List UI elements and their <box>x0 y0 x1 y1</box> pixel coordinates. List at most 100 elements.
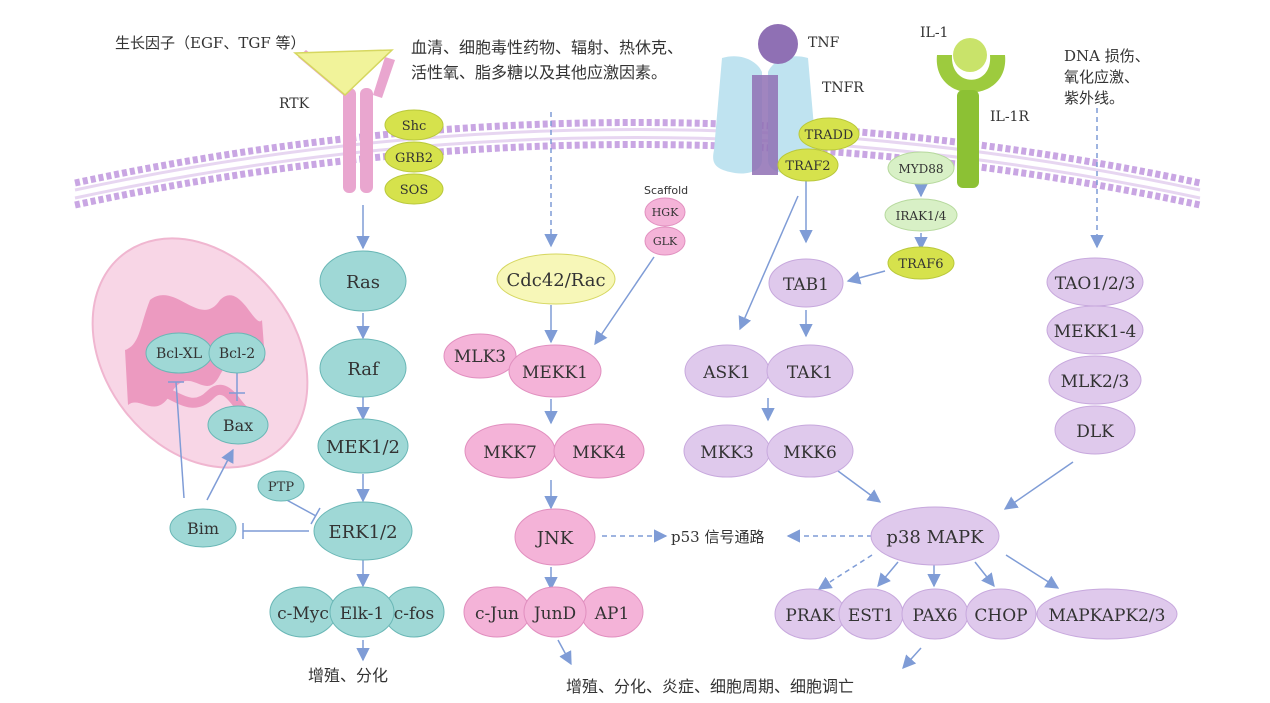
tnfr-label: TNFR <box>822 80 864 96</box>
outcome-left-label: 增殖、分化 <box>308 666 388 685</box>
node-shc-label: Shc <box>402 119 427 134</box>
p53-pathway-label: p53 信号通路 <box>671 528 764 546</box>
node-tab1-label: TAB1 <box>783 275 829 295</box>
node-tak1 <box>766 344 854 398</box>
node-ap1-label: AP1 <box>594 604 630 624</box>
node-irak14-label: IRAK1/4 <box>896 209 947 223</box>
node-hgk: HGK <box>644 197 686 227</box>
node-traf2-label: TRAF2 <box>785 159 830 174</box>
tnf-label: TNF <box>808 35 840 51</box>
growth-factor-label: 生长因子（EGF、TGF 等） <box>115 34 306 52</box>
il1-label: IL-1 <box>920 25 948 41</box>
stress-label-line1: 血清、细胞毒性药物、辐射、热休克、 <box>411 38 683 57</box>
node-tab1: TAB1 <box>768 258 844 308</box>
node-bclxl: Bcl-XL <box>145 332 213 374</box>
outcome-right-label: 增殖、分化、炎症、细胞周期、细胞调亡 <box>566 677 854 696</box>
node-myd88-label: MYD88 <box>898 162 943 176</box>
node-myd88: MYD88 <box>887 151 955 185</box>
node-chop-label: CHOP <box>974 606 1027 626</box>
node-ask1-label: ASK1 <box>702 363 750 383</box>
node-erk12: ERK1/2 <box>313 501 413 561</box>
node-mekk1 <box>508 344 602 398</box>
node-chop <box>965 588 1037 640</box>
tnf-receptor <box>713 24 817 175</box>
node-grb2-label: GRB2 <box>395 151 433 166</box>
il1r-label: IL-1R <box>990 109 1029 125</box>
node-ras: Ras <box>319 250 407 312</box>
node-mkk4 <box>553 423 645 479</box>
node-glk-label: GLK <box>653 235 678 248</box>
node-tao-label: TAO1/2/3 <box>1055 274 1136 294</box>
node-dlk: DLK <box>1054 405 1136 455</box>
node-tak1-label: TAK1 <box>787 363 833 383</box>
node-ptp: PTP <box>257 470 305 502</box>
node-p38-label: p38 MAPK <box>886 527 984 548</box>
node-mkk4-label: MKK4 <box>572 443 626 463</box>
rtk-label: RTK <box>279 96 310 112</box>
node-cjun-label: c-Jun <box>475 604 519 624</box>
node-mekk14: MEKK1-4 <box>1046 305 1144 355</box>
node-tao: TAO1/2/3 <box>1046 257 1144 307</box>
node-elk1-label: Elk-1 <box>340 604 384 624</box>
node-dlk-label: DLK <box>1076 422 1114 442</box>
node-tradd-label: TRADD <box>805 128 854 143</box>
node-mek12: MEK1/2 <box>317 418 409 474</box>
node-bcl2: Bcl-2 <box>208 332 266 374</box>
node-elk1 <box>329 586 395 638</box>
node-mlk3 <box>443 333 517 379</box>
node-ras-label: Ras <box>346 272 380 293</box>
node-traf6-label: TRAF6 <box>898 257 943 272</box>
node-mlk3-label: MLK3 <box>454 347 506 367</box>
tnf-ligand <box>758 24 798 64</box>
rtk-receptor <box>293 49 395 193</box>
node-hgk-label: HGK <box>652 206 679 219</box>
node-sos-label: SOS <box>400 183 428 198</box>
il1-receptor <box>936 38 1006 188</box>
node-bim: Bim <box>169 508 237 548</box>
node-cmyc-label: c-Myc <box>277 604 329 624</box>
node-mkk7-label: MKK7 <box>483 443 537 463</box>
node-jund-label: JunD <box>532 604 576 624</box>
dna-label-line3: 紫外线。 <box>1064 89 1124 107</box>
node-mapkapk <box>1036 588 1178 640</box>
node-shc: Shc <box>384 109 444 141</box>
node-mekk14-label: MEKK1-4 <box>1054 322 1137 342</box>
il1-ligand <box>953 38 987 72</box>
node-mlk23-label: MLK2/3 <box>1061 372 1130 392</box>
stress-label-line2: 活性氧、脂多糖以及其他应激因素。 <box>411 63 667 82</box>
node-jnk-label: JNK <box>535 528 574 549</box>
node-tradd: TRADD <box>798 117 860 151</box>
dna-label-line1: DNA 损伤、 <box>1064 47 1150 65</box>
node-jund <box>523 586 587 638</box>
dna-label-line2: 氧化应激、 <box>1064 68 1139 86</box>
node-bim-label: Bim <box>187 519 219 538</box>
node-glk: GLK <box>644 226 686 256</box>
node-prak-label: PRAK <box>785 606 835 626</box>
node-mkk3-label: MKK3 <box>700 443 754 463</box>
node-bax-label: Bax <box>223 416 253 435</box>
node-irak14: IRAK1/4 <box>884 198 958 232</box>
node-mapkapk-label: MAPKAPK2/3 <box>1049 606 1166 626</box>
node-p38: p38 MAPK <box>870 506 1000 566</box>
node-mek12-label: MEK1/2 <box>326 437 400 458</box>
node-pax6-label: PAX6 <box>912 606 957 626</box>
node-mkk6 <box>766 424 854 478</box>
node-traf6: TRAF6 <box>887 246 955 280</box>
node-mkk6-label: MKK6 <box>783 443 837 463</box>
node-sos: SOS <box>384 173 444 205</box>
node-est1-label: EST1 <box>848 606 894 626</box>
cell-membrane <box>74 119 1201 209</box>
node-jnk: JNK <box>514 508 596 566</box>
connectors <box>168 108 1104 670</box>
node-bax: Bax <box>207 405 269 445</box>
node-cdc42-label: Cdc42/Rac <box>506 270 605 291</box>
node-mekk1-label: MEKK1 <box>522 363 588 383</box>
node-erk12-label: ERK1/2 <box>328 522 397 543</box>
node-cfos-label: c-fos <box>394 604 435 624</box>
node-bclxl-label: Bcl-XL <box>156 346 202 362</box>
node-cdc42: Cdc42/Rac <box>496 253 616 305</box>
node-grb2: GRB2 <box>384 141 444 173</box>
node-mlk23: MLK2/3 <box>1048 355 1142 405</box>
node-bcl2-label: Bcl-2 <box>219 346 255 362</box>
